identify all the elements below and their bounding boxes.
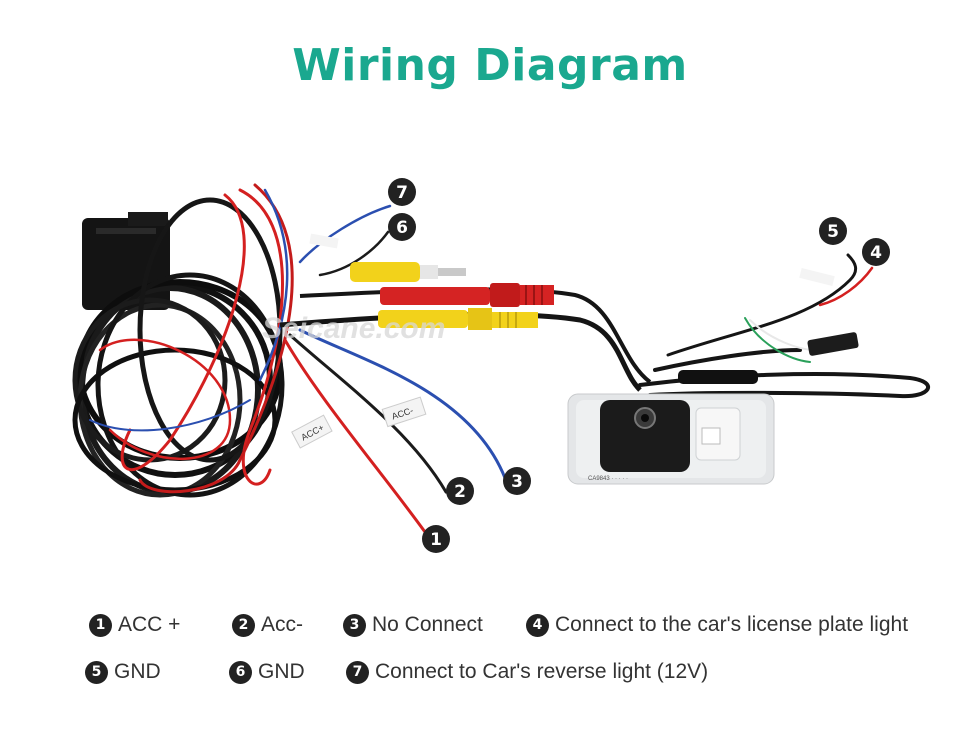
camera-cable [279,312,642,392]
svg-text:4: 4 [870,243,882,263]
svg-text:CA9843 · · · · ·: CA9843 · · · · · [588,476,628,482]
legend-number: 7 [346,660,369,684]
marker-5: 5 [819,217,847,245]
rca-yellow-bottom [378,308,538,330]
marker-1: 1 [422,525,450,553]
legend-label: No Connect [372,613,483,636]
rca-yellow-top [350,262,466,282]
camera-housing: CA9843 · · · · · [567,393,775,485]
legend-label: ACC + [118,613,181,636]
legend-item-2: 2 Acc- [232,612,303,638]
watermark: Seicane.com [262,312,445,345]
svg-text:2: 2 [454,482,466,502]
legend-item-7: 7 Connect to Car's reverse light (12V) [346,659,708,685]
plate-light-tag [799,268,835,286]
legend-number: 5 [85,660,108,684]
legend-item-6: 6 GND [229,659,305,685]
legend-number: 3 [343,613,366,637]
legend-label: Connect to Car's reverse light (12V) [375,660,709,683]
legend-label: GND [114,660,161,683]
marker-3: 3 [503,467,531,495]
svg-text:5: 5 [827,222,839,242]
svg-text:1: 1 [430,530,442,550]
diagram-title: Wiring Diagram [292,40,688,91]
legend-label: Acc- [261,613,303,636]
legend-number: 1 [89,613,112,637]
legend-item-4: 4 Connect to the car's license plate lig… [526,612,908,638]
legend-item-5: 5 GND [85,659,161,685]
marker-2: 2 [446,477,474,505]
legend-item-3: 3 No Connect [343,612,483,638]
acc-minus-tag: ACC- [381,396,427,428]
lower-leads [283,328,507,534]
marker-6: 6 [388,213,416,241]
legend-label: GND [258,660,305,683]
svg-text:7: 7 [396,183,408,203]
acc-plus-tag: ACC+ [291,414,333,449]
marker-4: 4 [862,238,890,266]
svg-text:6: 6 [396,218,408,238]
cable-coil [72,183,294,498]
legend-number: 4 [526,613,549,637]
rca-red [380,283,554,307]
legend-number: 6 [229,660,252,684]
legend-item-1: 1 ACC + [89,612,180,638]
upper-leads [298,204,392,277]
marker-7: 7 [388,178,416,206]
svg-text:3: 3 [511,472,523,492]
legend-label: Connect to the car's license plate light [555,613,909,636]
legend-number: 2 [232,613,255,637]
right-harness [638,253,931,399]
